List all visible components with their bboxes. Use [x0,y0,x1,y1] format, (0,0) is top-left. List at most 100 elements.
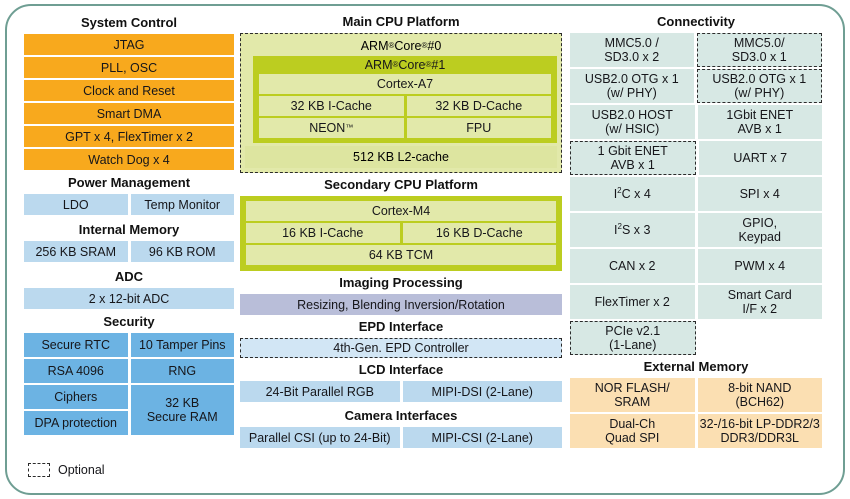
connectivity-empty-cell [699,321,823,355]
block-sram[interactable]: 256 KB SRAM [24,241,128,262]
block-dpa-protection[interactable]: DPA protection [24,411,128,435]
block-usb2-0-host-w-hsic[interactable]: USB2.0 HOST(w/ HSIC) [570,105,695,139]
block-rsa-4096[interactable]: RSA 4096 [24,359,128,383]
block-line: I2C x 4 [613,185,651,201]
block-m4-icache[interactable]: 16 KB I-Cache [246,223,400,243]
block-line: USB2.0 OTG x 1 [712,72,807,86]
block-smart-dma[interactable]: Smart DMA [24,103,234,124]
block-flextimer-x-2[interactable]: FlexTimer x 2 [570,285,695,319]
block-usb2-0-otg-x-1-w-phy[interactable]: USB2.0 OTG x 1(w/ PHY) [570,69,694,103]
a7-cache-row: 32 KB I-Cache 32 KB D-Cache [259,96,551,118]
lcd-interface-blocks: 24-Bit Parallel RGB MIPI-DSI (2-Lane) [240,381,562,404]
legend-optional: Optional [28,463,105,477]
block-is-x-3[interactable]: I2S x 3 [570,213,695,247]
block-secure-ram[interactable]: 32 KB Secure RAM [130,385,234,435]
block-line: 1Gbit ENET [726,108,794,122]
block-a7-dcache[interactable]: 32 KB D-Cache [406,96,551,116]
block-line: UART x 7 [733,151,788,165]
block-ldo[interactable]: LDO [24,194,128,215]
block-pwm-x-4[interactable]: PWM x 4 [697,249,822,283]
section-title-camera-interfaces: Camera Interfaces [344,408,458,423]
block-line: CAN x 2 [608,259,656,273]
block-fpu[interactable]: FPU [406,118,551,138]
block-adc[interactable]: 2 x 12-bit ADC [24,288,234,309]
block-line: AVB x 1 [610,158,655,172]
block-gpio-keypad[interactable]: GPIO,Keypad [697,213,822,247]
block-nor-flash-sram[interactable]: NOR FLASH/SRAM [570,378,695,412]
block-a7-icache[interactable]: 32 KB I-Cache [259,96,404,116]
block-rng[interactable]: RNG [130,359,234,383]
power-management-blocks: LDO Temp Monitor [24,194,234,217]
block-ciphers[interactable]: Ciphers [24,385,128,409]
block-mmc5-0-sd3-0-x-2[interactable]: MMC5.0 /SD3.0 x 2 [570,33,694,67]
block-clock-and-reset[interactable]: Clock and Reset [24,80,234,101]
block-spi-x-4[interactable]: SPI x 4 [697,177,822,211]
block-mmc5-0-sd3-0-x-1[interactable]: MMC5.0/SD3.0 x 1 [696,33,822,67]
arm-core-0-container[interactable]: ARM® Core® #0 ARM® Core® #1 Cortex-A7 32… [240,33,562,173]
block-line: Smart Card [727,288,792,302]
block-cortex-a7[interactable]: Cortex-A7 [259,74,551,94]
security-blocks: Secure RTC RSA 4096 Ciphers DPA protecti… [24,333,234,437]
block-line: MMC5.0/ [733,36,785,50]
block-mipi-csi[interactable]: MIPI-CSI (2-Lane) [402,427,562,448]
arm-core-1-container[interactable]: ARM® Core® #1 Cortex-A7 32 KB I-Cache 32… [253,56,557,143]
block-m4-dcache[interactable]: 16 KB D-Cache [402,223,556,243]
block-parallel-csi[interactable]: Parallel CSI (up to 24-Bit) [240,427,400,448]
section-title-external-memory: External Memory [643,359,749,374]
left-column: System Control JTAG PLL, OSC Clock and R… [24,10,234,437]
block-line: AVB x 1 [737,122,782,136]
block-line: SD3.0 x 1 [731,50,787,64]
block-uart-x-7[interactable]: UART x 7 [698,141,822,175]
block-tcm[interactable]: 64 KB TCM [246,245,556,265]
block-rom[interactable]: 96 KB ROM [130,241,234,262]
block-pcie-v2-1-1-lane[interactable]: PCIe v2.1(1-Lane) [570,321,696,355]
block-line: Dual-Ch [609,417,656,431]
arm-core-1-label: ARM® Core® #1 [364,58,446,72]
block-8-bit-nand-bch62[interactable]: 8-bit NAND(BCH62) [697,378,822,412]
block-mipi-dsi[interactable]: MIPI-DSI (2-Lane) [402,381,562,402]
block-line: Quad SPI [605,431,660,445]
block-imaging-processing[interactable]: Resizing, Blending Inversion/Rotation [240,294,562,315]
block-secure-rtc[interactable]: Secure RTC [24,333,128,357]
section-title-lcd-interface: LCD Interface [358,362,444,377]
block-temp-monitor[interactable]: Temp Monitor [130,194,234,215]
section-title-connectivity: Connectivity [656,14,735,29]
block-line: GPIO, [742,216,778,230]
block-gpt-flextimer[interactable]: GPT x 4, FlexTimer x 2 [24,126,234,147]
system-control-blocks: JTAG PLL, OSC Clock and Reset Smart DMA … [24,34,234,170]
block-cortex-m4[interactable]: Cortex-M4 [246,201,556,221]
secondary-cpu-container[interactable]: Cortex-M4 16 KB I-Cache 16 KB D-Cache 64… [240,196,562,271]
block-jtag[interactable]: JTAG [24,34,234,55]
block-tamper-pins[interactable]: 10 Tamper Pins [130,333,234,357]
block-ic-x-4[interactable]: I2C x 4 [570,177,695,211]
block-watch-dog[interactable]: Watch Dog x 4 [24,149,234,170]
m4-cache-row: 16 KB I-Cache 16 KB D-Cache [246,223,556,245]
block-line: 32-/16-bit LP-DDR2/3 [699,417,820,431]
block-can-x-2[interactable]: CAN x 2 [570,249,695,283]
security-left-stack: Secure RTC RSA 4096 Ciphers DPA protecti… [24,333,128,437]
block-line: NOR FLASH/ [594,381,670,395]
block-line: USB2.0 HOST [591,108,673,122]
section-title-security: Security [103,314,155,329]
block-l2-cache[interactable]: 512 KB L2-cache [245,146,557,168]
block-line: (w/ PHY) [734,86,785,100]
block-pll-osc[interactable]: PLL, OSC [24,57,234,78]
block-line: SPI x 4 [739,187,780,201]
connectivity-row: I2C x 4 SPI x 4 [570,177,822,211]
connectivity-row: CAN x 2 PWM x 4 [570,249,822,283]
block-line: (BCH62) [735,395,785,409]
block-epd-controller[interactable]: 4th-Gen. EPD Controller [240,338,562,358]
block-parallel-rgb[interactable]: 24-Bit Parallel RGB [240,381,400,402]
block-usb2-0-otg-x-1-w-phy[interactable]: USB2.0 OTG x 1(w/ PHY) [696,69,822,103]
